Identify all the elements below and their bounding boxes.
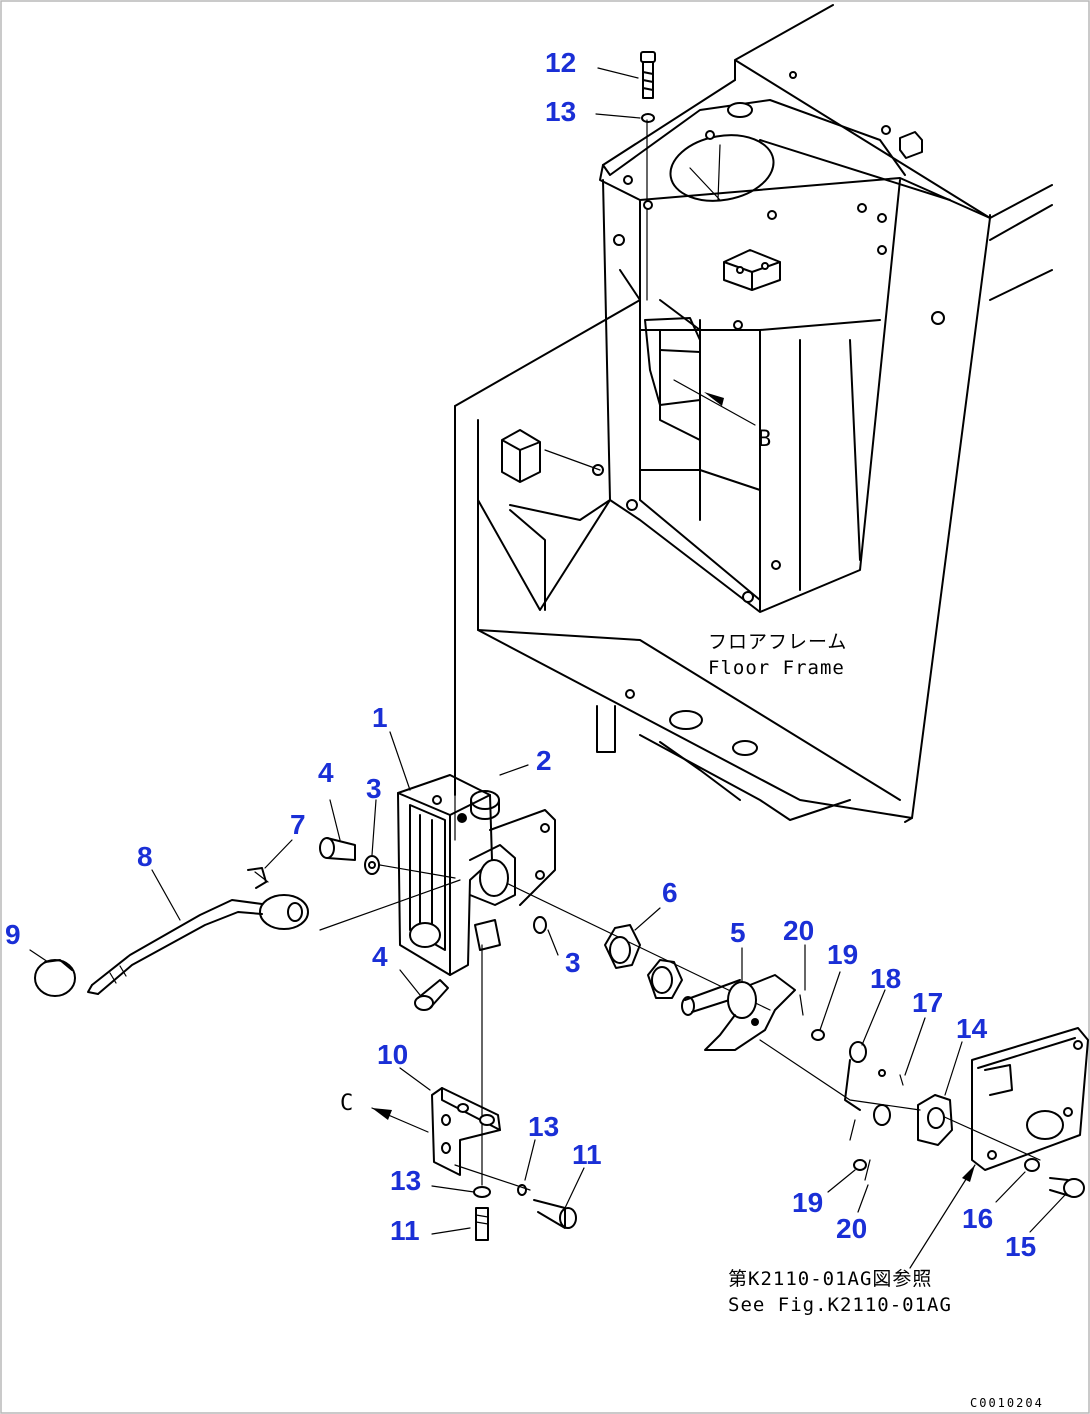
part-2-plug [470,790,500,820]
callout-14: 14 [956,1013,988,1044]
part-19-washer-lower [853,1159,867,1171]
callout-20-lower: 20 [836,1213,867,1244]
part-19-washer-upper [811,1029,825,1041]
part-8-shift-lever [87,894,309,995]
part-17-pin [899,1074,904,1086]
floor-frame-label-jp: フロアフレーム [708,631,847,653]
callout-10: 10 [377,1039,408,1070]
callout-19-upper: 19 [827,939,858,970]
part-3-washer-lower [533,916,547,934]
callout-9: 9 [5,919,21,950]
callout-4-lower: 4 [372,941,388,972]
part-11-bolt-vertical [475,1207,489,1241]
part-4-bolt-upper [319,837,356,861]
part-11-bolt-horizontal [533,1199,577,1229]
part-1-lever-bracket [397,774,556,976]
part-16-washer [1024,1158,1040,1172]
callout-2: 2 [536,745,552,776]
part-10-mounting-bracket [431,1087,501,1176]
callout-19-lower: 19 [792,1187,823,1218]
callout-3-lower: 3 [565,947,581,978]
see-figure-note-jp: 第K2110-01AG図参照 [728,1268,932,1290]
part-15-bolt [1049,1177,1085,1198]
reference-mark-b: B [758,427,771,452]
callout-13-left: 13 [390,1165,421,1196]
part-4-bolt-lower [414,979,449,1011]
callout-7: 7 [290,809,306,840]
part-18-link [844,1041,891,1126]
see-figure-leader [909,1164,976,1269]
callout-5: 5 [730,917,746,948]
part-14-joint [917,1094,953,1146]
part-3-washer-upper [364,855,380,875]
callout-20-upper: 20 [783,915,814,946]
callout-13-right: 13 [528,1111,559,1142]
callout-8: 8 [137,841,153,872]
part-13-washer-top [641,113,655,123]
callout-15: 15 [1005,1231,1036,1262]
part-20-pin-lower [864,1159,871,1181]
reference-mark-c: C [340,1091,353,1116]
callout-16: 16 [962,1203,993,1234]
floor-frame-label-en: Floor Frame [708,657,845,679]
part-6-bushings [604,924,683,999]
part-7-snap-pin [247,867,269,889]
assembly-lines [319,119,1041,1191]
callout-6: 6 [662,877,678,908]
see-figure-note-en: See Fig.K2110-01AG [728,1294,952,1316]
part-20-pin-upper [799,994,804,1016]
floor-frame [454,4,1053,823]
callout-12: 12 [545,47,576,78]
callout-leaders [29,67,1066,1235]
callout-18: 18 [870,963,901,994]
callout-13-top: 13 [545,96,576,127]
part-9-knob [34,959,76,997]
callout-3-upper: 3 [366,773,382,804]
callout-17: 17 [912,987,943,1018]
cover-plate [971,1027,1089,1171]
callout-1: 1 [372,702,388,733]
callout-4-upper: 4 [318,757,334,788]
part-13-washer-side [517,1184,527,1196]
part-12-bolt [640,51,656,99]
drawing-code: C0010204 [970,1396,1044,1410]
callout-11-left: 11 [390,1215,420,1246]
part-5-shaft-arm [681,974,796,1051]
callout-11-right: 11 [572,1139,602,1170]
part-13-washer-lower [473,1186,491,1198]
